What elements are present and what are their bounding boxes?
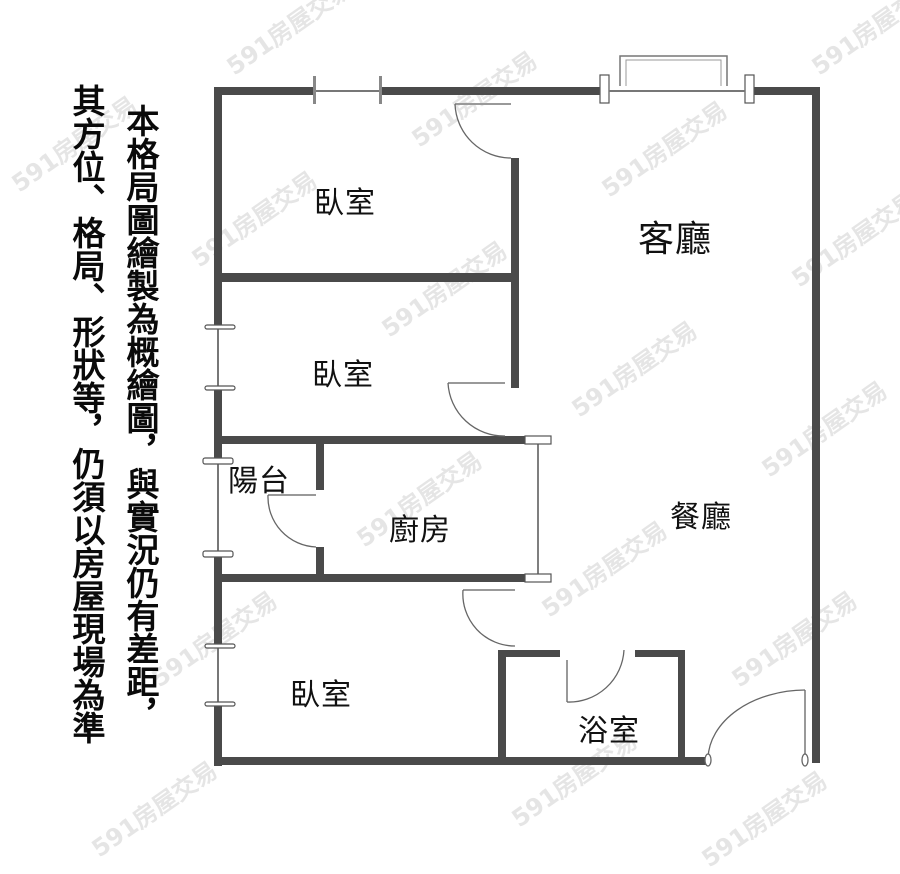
room-label-bedroom-middle: 臥室 [312,358,374,393]
floor-plan-drawing [202,55,820,767]
floor-plan-canvas: 591房屋交易 591房屋交易 591房屋交易 591房屋交易 591房屋交易 … [7,0,900,873]
doors [267,103,809,767]
windows [202,55,755,707]
walls [214,87,820,766]
room-label-bathroom: 浴室 [578,714,640,749]
room-label-bedroom-bottom: 臥室 [290,678,352,713]
room-label-dining-room: 餐廳 [670,500,732,535]
room-label-living-room: 客廳 [638,219,713,260]
disclaimer-column-right: 本格局圖繪製為概繪圖，與實況仍有差距， [121,104,160,731]
room-label-kitchen: 廚房 [389,513,451,548]
room-label-balcony: 陽台 [228,464,290,499]
disclaimer-column-left: 其方位、格局、形狀等，仍須以房屋現場為準 [67,84,106,744]
room-label-bedroom-top: 臥室 [314,186,376,221]
